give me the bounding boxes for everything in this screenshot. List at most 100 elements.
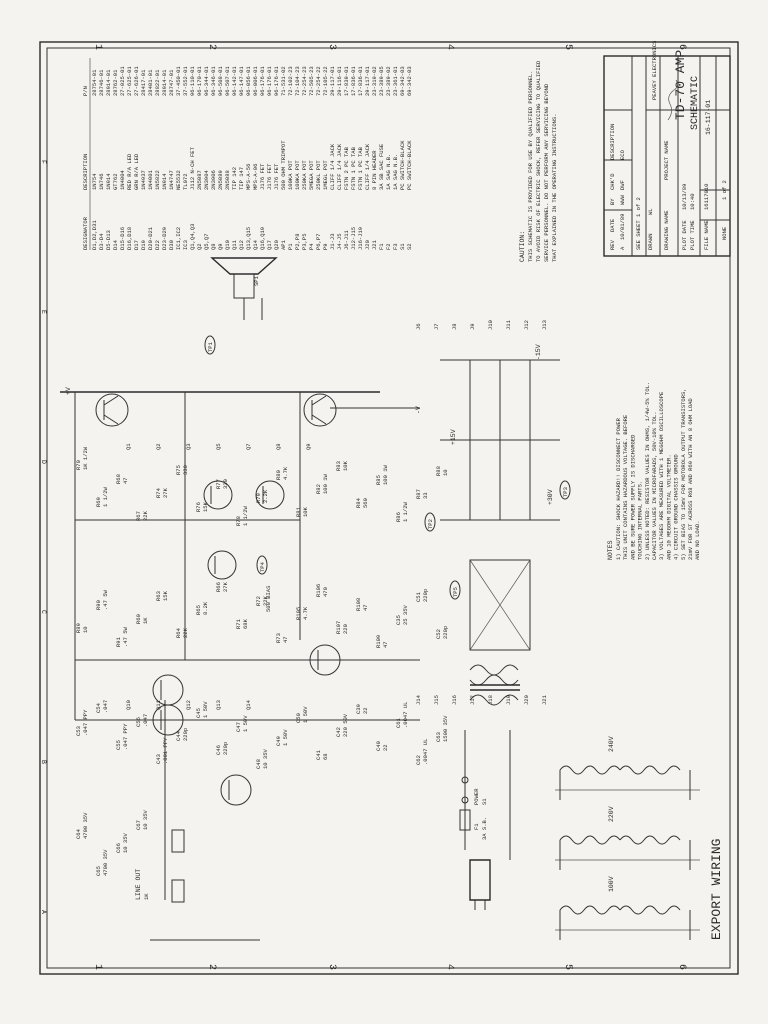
col-marker-3: 3 [326, 44, 337, 50]
component-ref: R80 [275, 470, 282, 480]
col-marker-4: 4 [444, 44, 455, 50]
title-block-drawing-name: DRAWING NAME [663, 210, 670, 250]
parts-row-pn: 28914-01 [105, 69, 112, 96]
parts-row-designator: P1 [287, 243, 294, 250]
parts-row-description: 1N746 [98, 173, 105, 190]
component-value: 1 1/2W [102, 486, 109, 507]
parts-row-description: GT762 [112, 173, 119, 190]
parts-row-designator: Q16,Q19 [259, 227, 266, 250]
power-transformer-t1 [469, 664, 520, 706]
title-block-project-name: PROJECT NAME [663, 140, 670, 180]
svg-text:DRAWN: DRAWN [647, 233, 654, 250]
component-ref: C62 [415, 755, 422, 765]
parts-row-designator: P3,P5 [301, 233, 308, 250]
transistor-q3 [220, 774, 252, 806]
parts-row-description: J176 FET [273, 163, 280, 190]
svg-text:DATE: DATE [609, 218, 616, 232]
component-ref: R105 [295, 607, 302, 620]
col-marker-2-bottom: 2 [206, 964, 217, 970]
parts-row-designator: D23-D29 [161, 227, 168, 250]
row-marker-e: E [40, 310, 47, 314]
notes-line: AND BE SURE POWER SUPPLY IS DISCHARGED [629, 434, 636, 560]
parts-row-designator: Q1,Q4,Q3 [189, 224, 196, 250]
jack-ref: J8 [451, 323, 458, 330]
component-value: .0047 UL [422, 739, 429, 765]
parts-row-description: NE5532 [175, 170, 182, 190]
svg-text:16117010: 16117010 [703, 184, 710, 210]
col-marker-5-bottom: 5 [562, 964, 573, 970]
parts-row-pn: 72-105-22 [322, 66, 329, 96]
component-ref: C46 [215, 745, 222, 755]
component-ref: R85 [375, 475, 382, 485]
component-value: 4700 35V [82, 812, 89, 839]
parts-row-designator: J21 [371, 239, 378, 250]
component-ref: C61 [395, 717, 402, 728]
transistor-ref: Q10 [125, 700, 132, 710]
component-value: 1 1/2W [402, 501, 409, 522]
voltage-label-220v: 220V [608, 806, 615, 822]
parts-row-designator: F1 [378, 243, 385, 250]
parts-row-description: 2N5088 [224, 170, 231, 190]
parts-row-description: 1N914 [105, 173, 112, 190]
component-value: 330 [182, 465, 189, 475]
test-point-label: TP4 [259, 561, 266, 572]
parts-row-designator: S2 [406, 243, 413, 250]
parts-row-pn: 96-147-01 [238, 66, 245, 96]
parts-row-designator: Q9 [217, 243, 224, 250]
parts-row-designator: Q20 [273, 240, 280, 250]
component-value: 27K [162, 487, 169, 498]
power-switch-id: S1 [481, 798, 488, 805]
notes-line: TOUCHING INTERNAL PARTS. [637, 481, 644, 560]
component-value: 1 50V [302, 706, 309, 723]
transistor-ref: Q11 [155, 699, 162, 710]
component-ref: R107 [335, 621, 342, 634]
transistor-q13 [303, 393, 337, 427]
parts-row-pn: 96-176-01 [259, 66, 266, 96]
notes-line: THIS UNIT CONTAINS HAZARDOUS VOLTAGE. BE… [622, 414, 629, 560]
jack-ref: J15 [433, 695, 440, 705]
component-ref: C47 [235, 722, 242, 732]
svg-text:BY: BY [609, 198, 616, 205]
caution-line: THIS SCHEMATIC IS PROVIDED FOR USE BY QU… [527, 71, 534, 262]
notes-line: 2) UNLESS NOTED: RESISTOR VALUES IN OHMS… [644, 382, 651, 560]
export-wiring-100v: 100V [555, 876, 700, 940]
parts-row-description: MPS-A-06 [252, 164, 259, 190]
transistor-ref: Q9 [305, 443, 312, 450]
component-ref: R74 [155, 487, 162, 498]
test-point-marker [204, 335, 216, 355]
notes-line: 21mV FOR ST ACROSS R68 AND R69 WITH AN 8… [687, 398, 694, 560]
parts-row-pn: 23-361-01 [392, 66, 399, 96]
jack-ref: J10 [487, 320, 494, 330]
test-point-label: TP1 [207, 341, 214, 352]
rail-label-plus-15v: +15V [450, 429, 457, 445]
test-point-marker [424, 512, 436, 532]
component-ref: R60 [135, 614, 142, 624]
rail-label-minus-v: -V [415, 406, 422, 414]
component-ref: R108 [355, 598, 362, 611]
component-ref: C49 [275, 736, 282, 746]
parts-row-pn: 28914-01 [161, 69, 168, 96]
jack-ref: J12 [523, 320, 530, 330]
component-value: 220 50V [342, 713, 349, 737]
component-value: .001 PPY [162, 737, 169, 764]
jack-ref: J18 [487, 695, 494, 705]
parts-row-description: 1N4747 [168, 170, 175, 190]
component-value: .047 [102, 700, 109, 713]
parts-row-description: 1A SAG N.B. [385, 154, 392, 190]
title-fields: DRAWN WL PLOT DATE 10/13/89 PLOT TIME 10… [647, 184, 710, 250]
fuse-label: F1 [473, 823, 480, 830]
parts-row-designator: D14 [112, 239, 119, 250]
component-ref: C40 [375, 741, 382, 751]
parts-row-pn: 96-110-01 [189, 66, 196, 96]
transistor-ref: Q8 [275, 443, 282, 450]
component-value: .47 5W [102, 589, 109, 610]
transistor-ref: Q14 [245, 699, 252, 710]
notes-line: CAPACITOR VALUES IN MICROFARADS, 50V-10%… [651, 411, 658, 560]
main-circuit: +V -V [60, 257, 560, 941]
transistor-ref: Q5 [215, 443, 222, 450]
component-value: .0047 UL [402, 702, 409, 728]
parts-row-designator: P2,P8 [294, 233, 301, 250]
component-value: 10 35V [122, 832, 129, 853]
